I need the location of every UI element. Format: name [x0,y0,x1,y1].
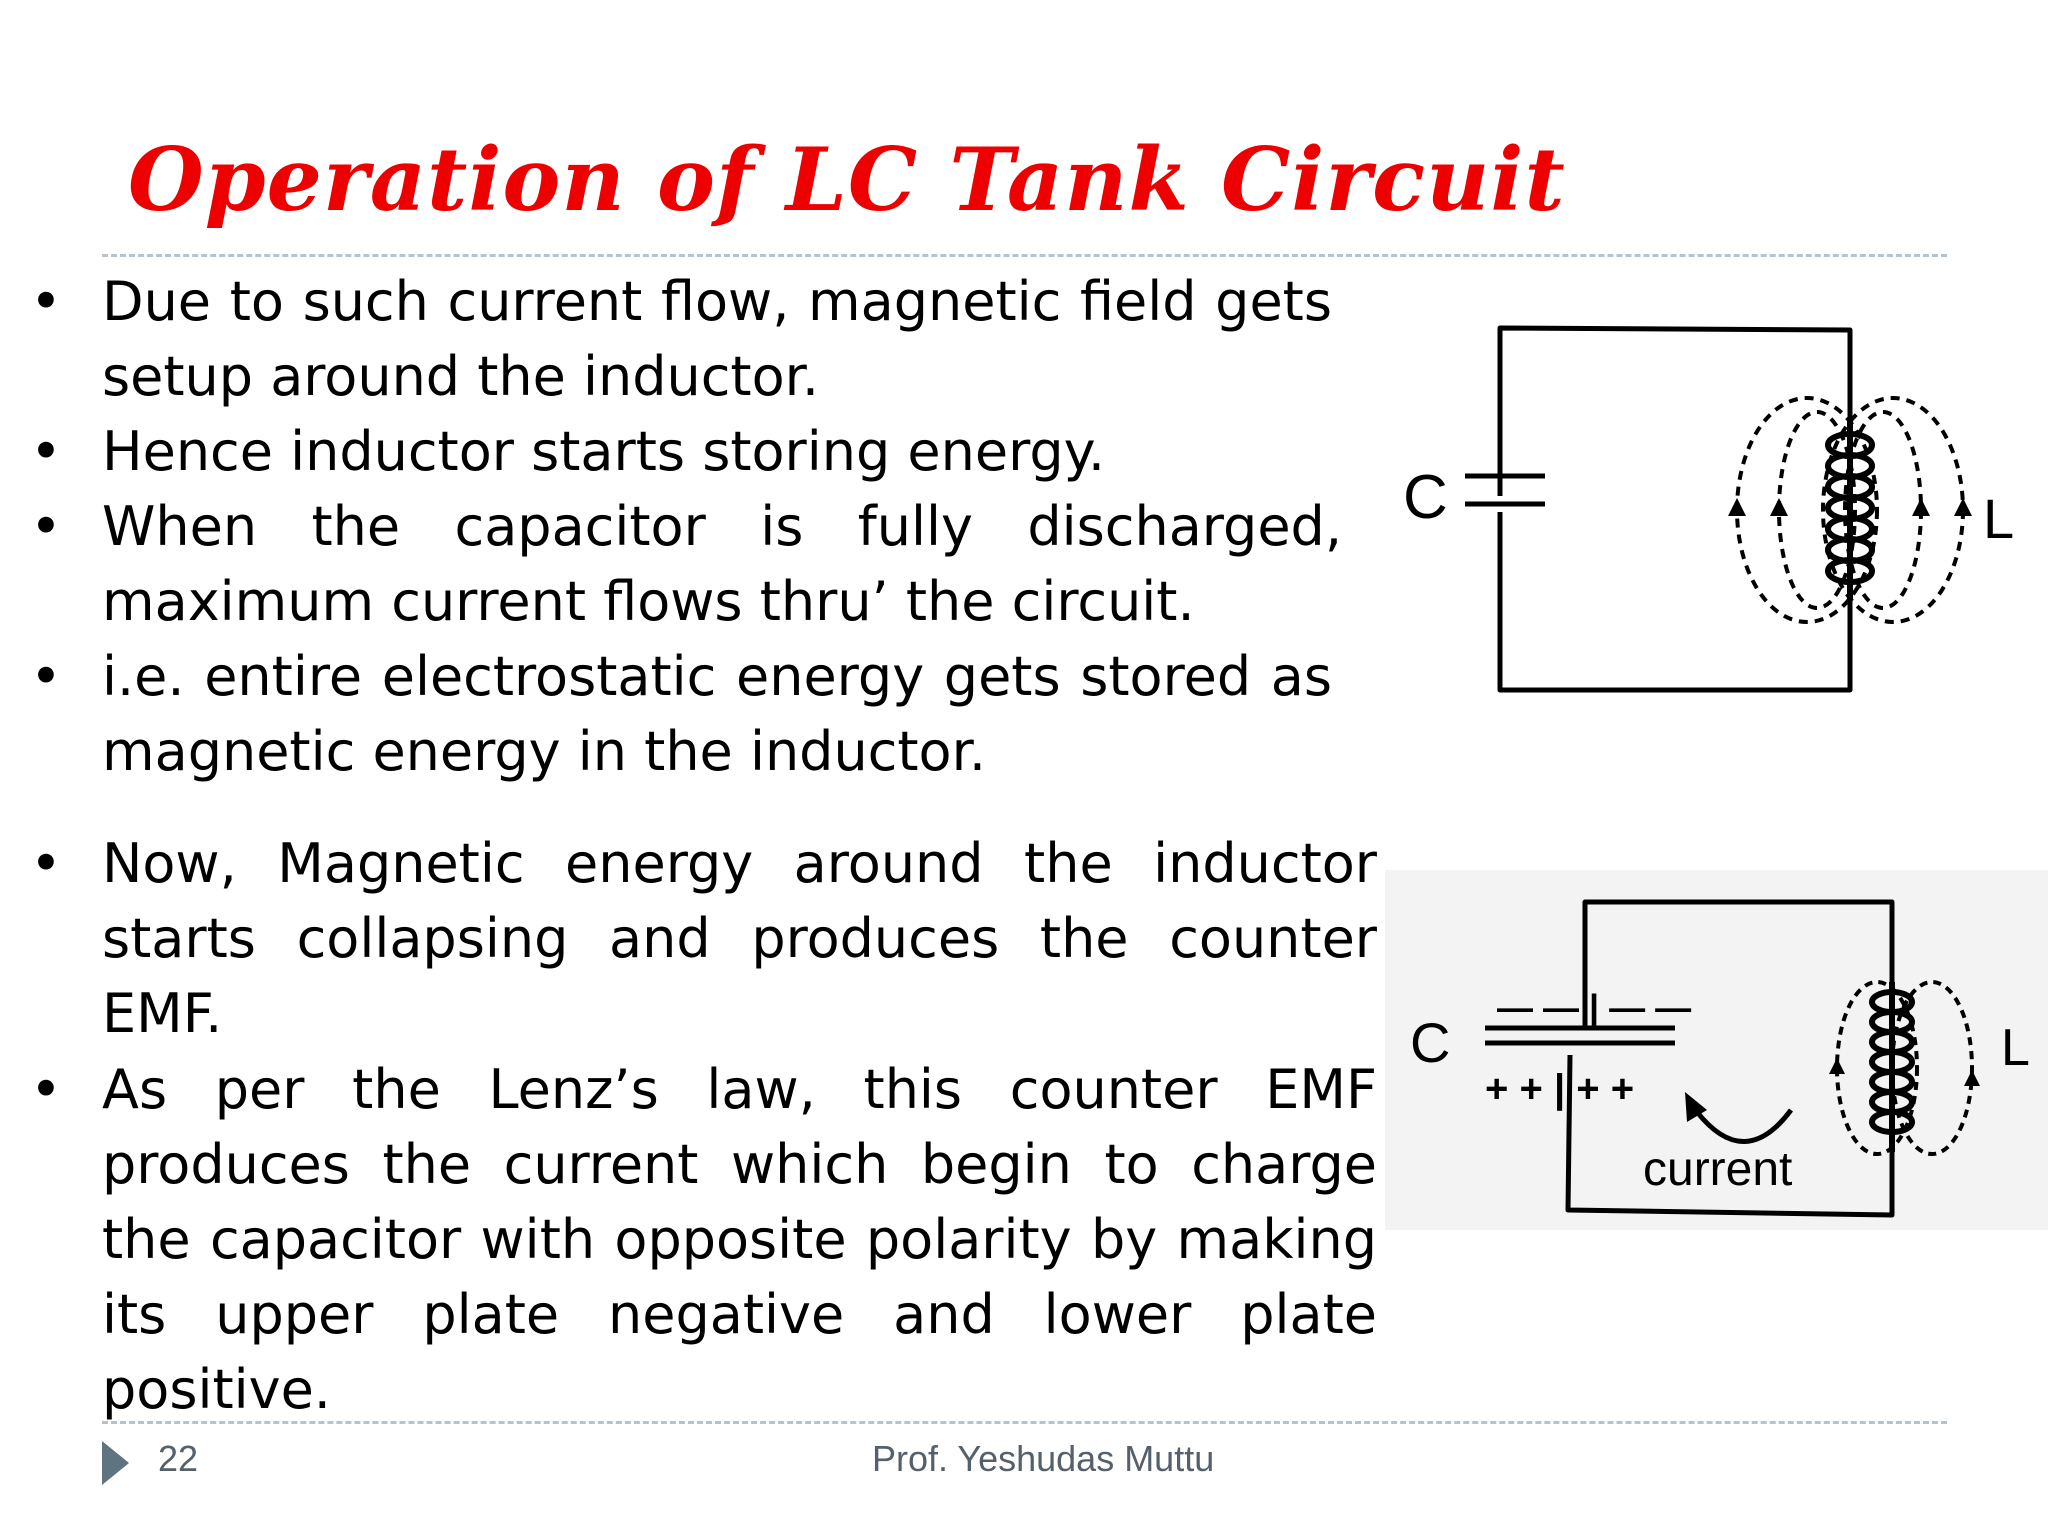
bullet-item: • Hence inductor starts storing energy. [30,414,1332,489]
field-arrows [1829,1058,1980,1086]
capacitor-symbol [1465,473,1545,507]
bullet-text: As per the Lenz’s law, this counter EMF … [102,1058,1377,1421]
circuit-wire [1497,512,1853,693]
field-lines [1835,980,1974,1156]
capacitor-plates [1485,1025,1675,1046]
bullet-item: • i.e. entire electrostatic energy gets … [30,639,1332,789]
bullet-item: • Now, Magnetic energy around the induct… [30,826,1377,1051]
bullet-text: When the capacitor is fully discharged, … [102,495,1342,633]
footer-author: Prof. Yeshudas Muttu [872,1438,1215,1479]
bullet-dot: • [30,1058,62,1121]
bullet-dot: • [30,495,62,558]
footer-divider [102,1421,1947,1424]
bullet-dot: • [30,420,62,483]
capacitor-recharge-diagram: C — — | — — + + | + + current L [1385,870,2048,1230]
lower-plate-charges: + + | + + [1485,1067,1634,1111]
bullet-text: Due to such current flow, magnetic field… [102,270,1332,408]
slide-title: Operation of LC Tank Circuit [128,128,1566,231]
bullet-text: Now, Magnetic energy around the inductor… [102,832,1377,1045]
inductor-coil [1869,982,1915,1152]
capacitor-label: C [1403,463,1448,532]
circuit-wire [1565,1054,1895,1218]
bullet-dot: • [30,832,62,895]
bullet-dot: • [30,270,62,333]
bullet-item: • As per the Lenz’s law, this counter EM… [30,1052,1377,1427]
title-divider [102,254,1947,257]
lc-circuit-magnetic-field-diagram: C L [1403,325,2014,693]
capacitor-label: C [1410,1011,1450,1074]
bullet-text: i.e. entire electrostatic energy gets st… [102,645,1332,783]
circuit-wire [1582,899,1895,1028]
inductor-label: L [1983,487,2014,550]
circuit-wire [1497,325,1853,496]
current-arrowhead [1685,1092,1707,1122]
field-arrows [1728,498,1972,516]
current-arrow-icon [1695,1108,1794,1144]
bullet-item: • Due to such current flow, magnetic fie… [30,264,1332,414]
inductor-label: L [2001,1019,2030,1077]
bullet-dot: • [30,645,62,708]
bullet-item: • When the capacitor is fully discharged… [30,489,1342,639]
inductor-coil [1825,418,1875,600]
bullet-text: Hence inductor starts storing energy. [102,420,1106,483]
current-label: current [1643,1143,1792,1196]
upper-plate-charges: — — | — — [1497,987,1691,1029]
page-number: 22 [158,1438,199,1479]
play-arrow-icon [102,1441,129,1485]
